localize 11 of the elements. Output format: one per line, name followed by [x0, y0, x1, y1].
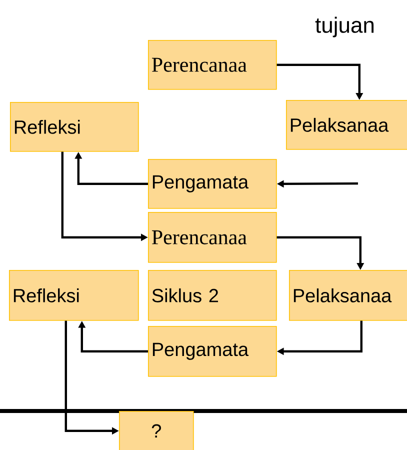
- process-box: Pelaksanaa: [289, 270, 407, 321]
- process-box: Perencanaa: [148, 40, 277, 90]
- process-box: Refleksi: [9, 270, 139, 321]
- process-box: Pengamata: [148, 326, 277, 377]
- process-box: Siklus 2: [148, 270, 277, 321]
- label-text: tujuan: [315, 16, 374, 38]
- process-box: Pelaksanaa: [286, 100, 407, 150]
- process-box: Perencanaa: [148, 212, 277, 263]
- process-box: Refleksi: [10, 102, 139, 152]
- process-box: ?: [119, 411, 194, 450]
- process-box: Pengamata: [148, 159, 277, 209]
